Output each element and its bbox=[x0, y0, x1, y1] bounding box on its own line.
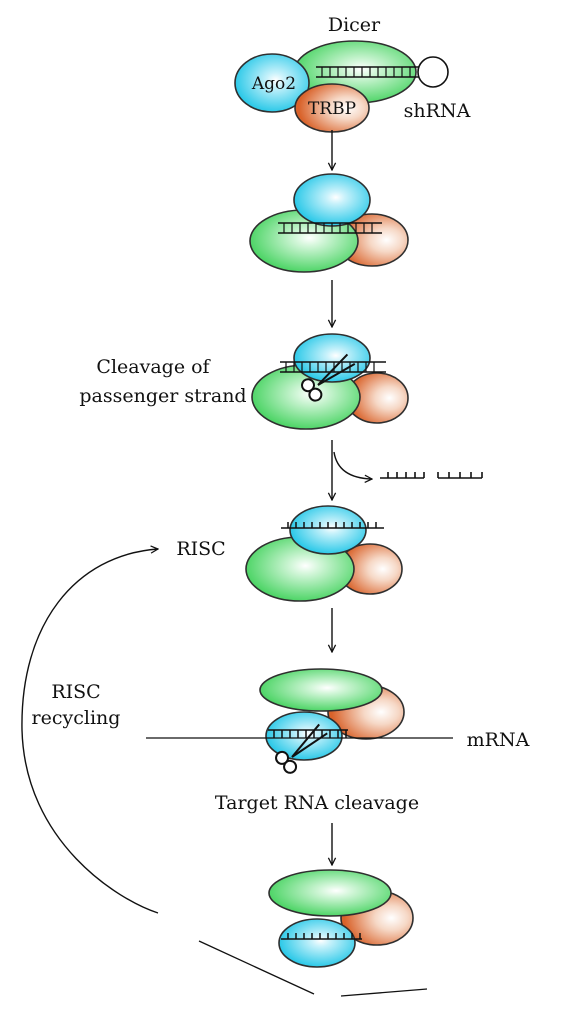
dicer-protein bbox=[268, 869, 392, 917]
stage-risc: RISC bbox=[176, 505, 403, 602]
stage-target-cleavage: mRNA Target RNA cleavage bbox=[146, 668, 530, 814]
risc-recycling-loop: RISC recycling bbox=[21, 549, 158, 914]
stage-passenger-cleavage: Cleavage of passenger strand bbox=[79, 333, 409, 430]
label-cleavage-line1: Cleavage of bbox=[96, 356, 211, 378]
cleaved-mrna-right bbox=[340, 988, 428, 997]
guide-strand bbox=[281, 933, 362, 940]
label-recycling-line1: RISC bbox=[51, 681, 100, 703]
ago2-protein bbox=[289, 505, 367, 555]
shrna-duplex bbox=[316, 56, 449, 88]
ago2-protein bbox=[234, 53, 310, 113]
ago2-protein bbox=[278, 918, 356, 968]
ago2-protein bbox=[293, 333, 371, 383]
stage-dicer-complex: Dicer Ago2 TRBP shRNA bbox=[234, 14, 471, 133]
ago2-protein bbox=[293, 173, 371, 227]
stage-loading-complex bbox=[249, 173, 409, 273]
sirna-duplex bbox=[280, 361, 386, 373]
passenger-release-arrow bbox=[333, 451, 372, 479]
label-shrna: shRNA bbox=[404, 100, 471, 122]
label-target-cleavage: Target RNA cleavage bbox=[215, 792, 419, 814]
guide-strand bbox=[281, 522, 384, 529]
label-recycling-line2: recycling bbox=[32, 707, 121, 729]
sirna-duplex bbox=[278, 222, 382, 234]
scissors-icon bbox=[301, 353, 356, 402]
shrna-loop bbox=[417, 56, 449, 88]
label-trbp: TRBP bbox=[308, 99, 356, 119]
label-ago2: Ago2 bbox=[251, 74, 296, 94]
stage-product-release bbox=[198, 869, 428, 997]
released-passenger-fragments bbox=[380, 472, 483, 479]
label-mrna: mRNA bbox=[467, 729, 530, 751]
label-dicer: Dicer bbox=[328, 14, 381, 36]
dicer-protein bbox=[259, 668, 383, 712]
recycling-arrow bbox=[21, 549, 158, 914]
label-cleavage-line2: passenger strand bbox=[79, 385, 246, 407]
label-risc: RISC bbox=[176, 538, 225, 560]
cleaved-mrna-left bbox=[198, 940, 315, 995]
ago2-protein bbox=[265, 711, 343, 761]
scissors-icon bbox=[275, 723, 328, 774]
guide-strand bbox=[268, 729, 348, 738]
